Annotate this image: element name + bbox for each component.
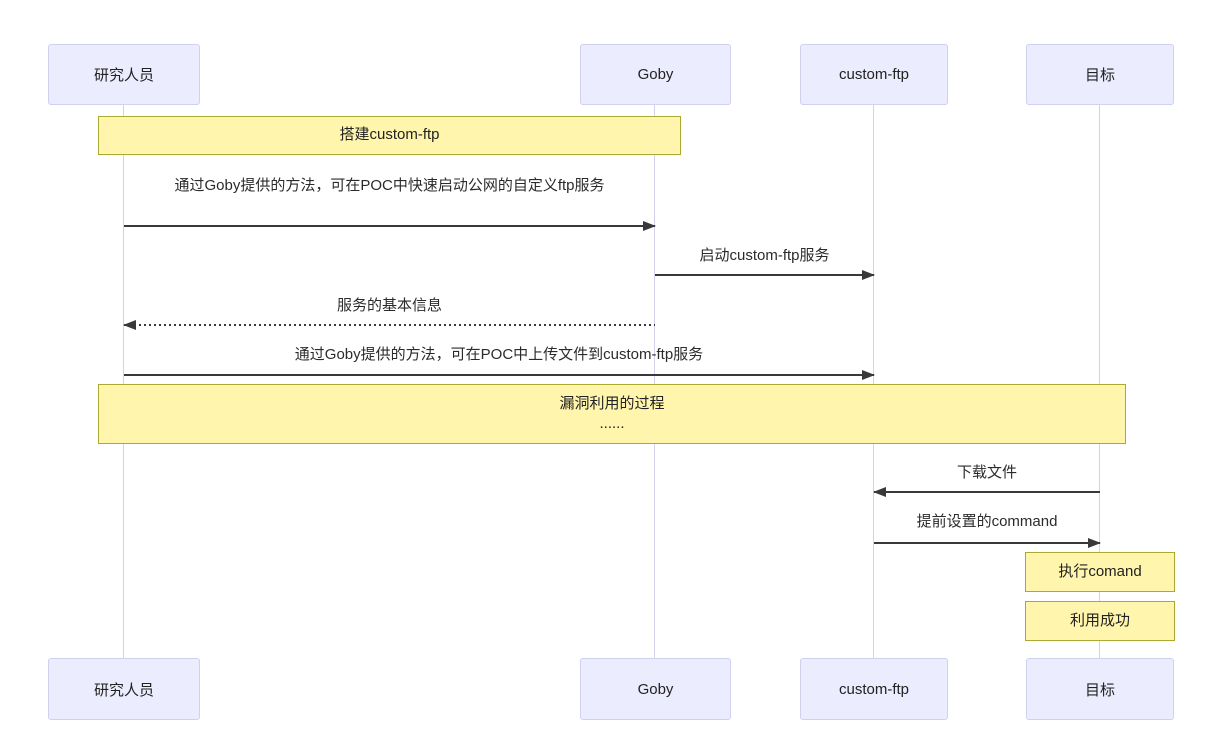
message-arrow-6	[874, 538, 1101, 548]
note-text-line2: ......	[599, 415, 625, 432]
arrowhead-right-icon	[862, 270, 875, 280]
note-text: 执行comand	[1058, 562, 1142, 580]
message-label-5: 下载文件	[956, 464, 1017, 481]
note-text-line1: 漏洞利用的过程	[559, 394, 665, 412]
arrowhead-left-icon	[873, 487, 886, 497]
arrowhead-right-icon	[1088, 538, 1101, 548]
actor-label: 研究人员	[93, 681, 154, 699]
lifeline-target	[1099, 105, 1100, 658]
actor-label: custom-ftp	[838, 680, 910, 698]
actor-label: 目标	[1084, 67, 1115, 84]
message-arrow-4	[124, 370, 875, 380]
lifeline-custom-ftp	[873, 105, 874, 658]
actor-label: Goby	[637, 680, 674, 698]
actor-bottom-goby: Goby	[580, 658, 731, 720]
message-label-2: 启动custom-ftp服务	[699, 247, 830, 264]
actor-label: 目标	[1084, 681, 1115, 699]
actor-top-researcher: 研究人员	[48, 44, 200, 105]
note-text: 利用成功	[1069, 611, 1130, 629]
message-label-4: 通过Goby提供的方法，可在POC中上传文件到custom-ftp服务	[294, 346, 704, 363]
actor-top-target: 目标	[1026, 44, 1174, 105]
lifeline-goby	[654, 105, 655, 658]
actor-bottom-researcher: 研究人员	[48, 658, 200, 720]
note-setup-custom-ftp: 搭建custom-ftp	[98, 116, 681, 155]
note-exploit-success: 利用成功	[1025, 601, 1175, 641]
message-arrow-1	[124, 221, 656, 231]
actor-top-custom-ftp: custom-ftp	[800, 44, 948, 105]
message-arrow-5	[873, 487, 1100, 497]
note-text: 搭建custom-ftp	[339, 126, 440, 144]
message-arrow-3	[123, 320, 655, 330]
note-exploit-process: 漏洞利用的过程 ......	[98, 384, 1126, 444]
message-label-1: 通过Goby提供的方法，可在POC中快速启动公网的自定义ftp服务	[174, 177, 605, 194]
arrowhead-right-icon	[643, 221, 656, 231]
actor-label: 研究人员	[93, 67, 154, 84]
arrowhead-left-icon	[123, 320, 136, 330]
arrowhead-right-icon	[862, 370, 875, 380]
lifeline-researcher	[123, 105, 124, 658]
actor-top-goby: Goby	[580, 44, 731, 105]
actor-label: Goby	[637, 66, 674, 83]
message-label-6: 提前设置的command	[916, 513, 1058, 530]
actor-bottom-target: 目标	[1026, 658, 1174, 720]
actor-label: custom-ftp	[838, 66, 910, 83]
note-exec-command: 执行comand	[1025, 552, 1175, 592]
message-arrow-2	[655, 270, 875, 280]
actor-bottom-custom-ftp: custom-ftp	[800, 658, 948, 720]
message-label-3: 服务的基本信息	[336, 297, 442, 314]
